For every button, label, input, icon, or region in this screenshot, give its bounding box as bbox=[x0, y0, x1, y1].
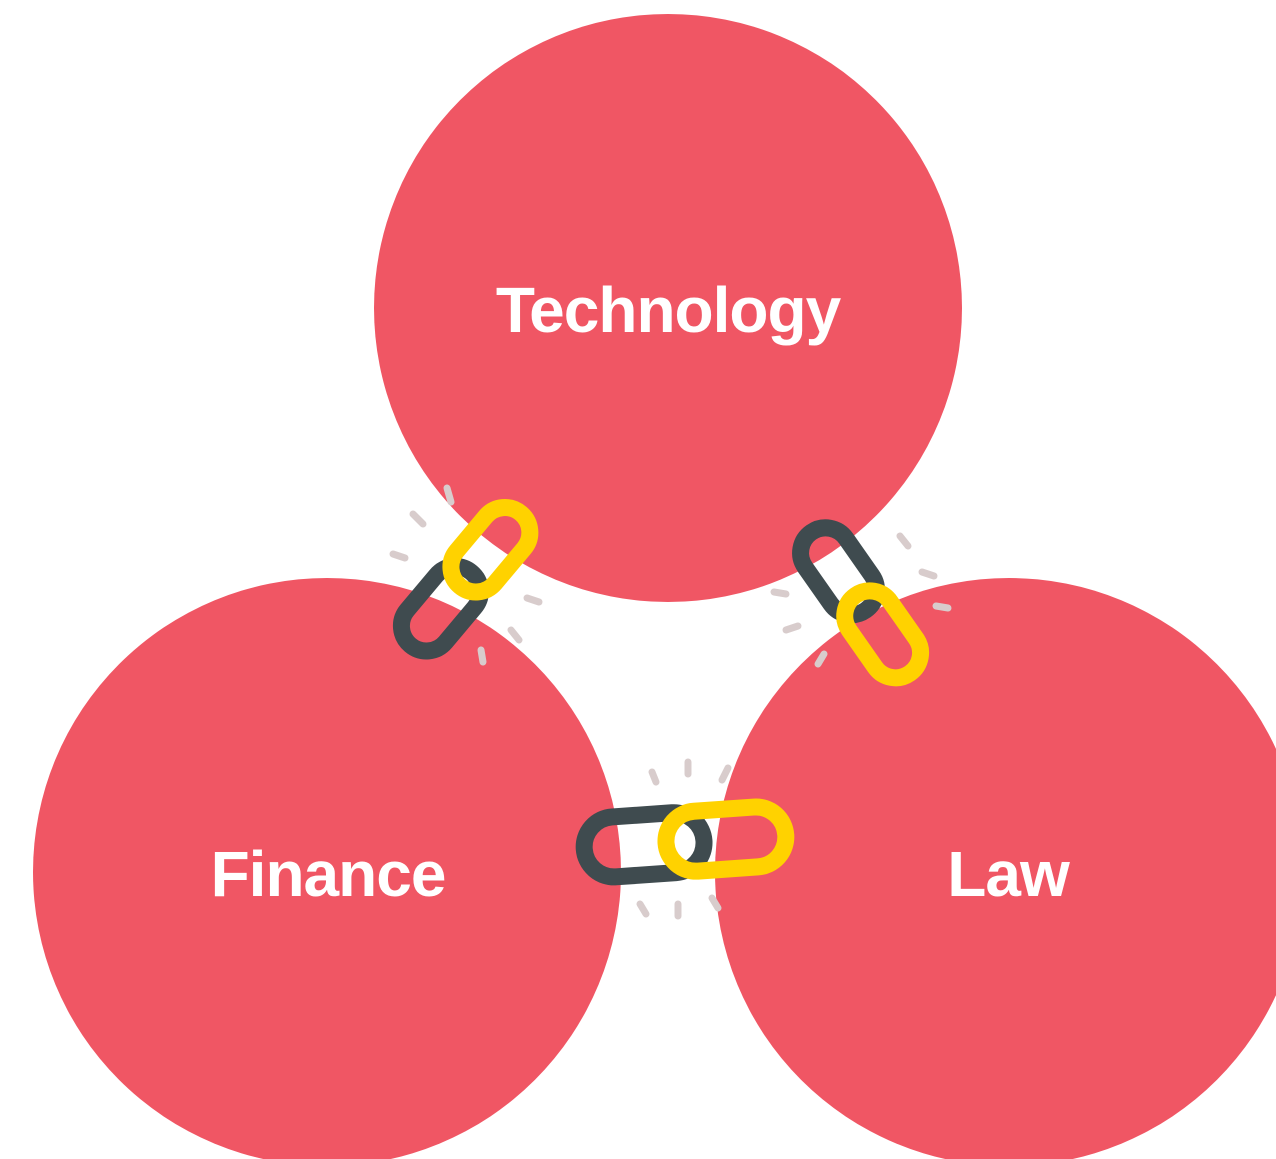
technology-label: Technology bbox=[495, 274, 841, 346]
technology-circle bbox=[374, 14, 962, 602]
chain-link-icon bbox=[575, 758, 795, 920]
chain-link-icon bbox=[389, 484, 543, 666]
chain-link-icon bbox=[770, 519, 952, 687]
finance-circle bbox=[33, 578, 621, 1159]
sparkle-lines bbox=[770, 532, 952, 668]
law-label: Law bbox=[947, 838, 1069, 910]
finance-label: Finance bbox=[210, 838, 447, 910]
sparkle-lines bbox=[389, 484, 543, 666]
sparkle-lines bbox=[636, 758, 732, 920]
law-circle bbox=[715, 578, 1276, 1159]
